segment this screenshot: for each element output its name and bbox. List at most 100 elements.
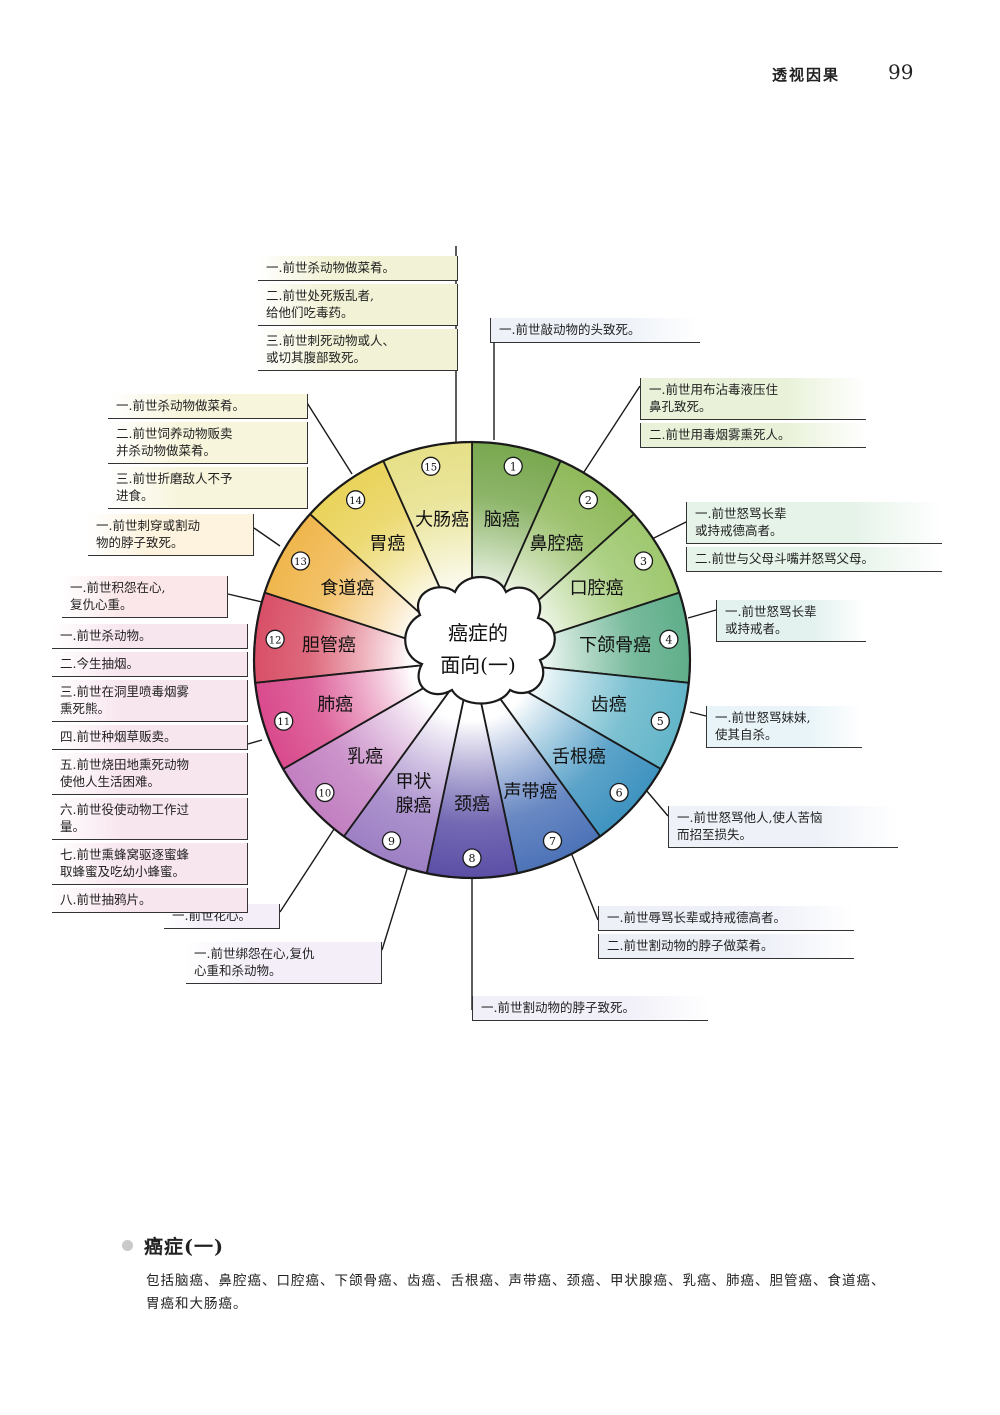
segment-number-10: 10 — [319, 789, 332, 800]
note-item: 三.前世折磨敌人不予 进食。 — [108, 467, 308, 509]
note-group-12: 一.前世积怨在心, 复仇心重。 — [62, 576, 228, 618]
segment-number-5: 5 — [657, 715, 664, 728]
note-item: 二.前世用毒烟雾熏死人。 — [640, 423, 866, 448]
note-item: 二.前世处死叛乱者, 给他们吃毒药。 — [258, 284, 458, 326]
segment-number-14: 14 — [349, 496, 362, 507]
leader-n13 — [253, 527, 281, 547]
leader-n10 — [279, 825, 337, 913]
segment-label-11: 肺癌 — [317, 695, 353, 716]
note-group-8: 一.前世割动物的脖子致死。 — [472, 996, 708, 1021]
note-item: 一.前世杀动物做菜肴。 — [258, 256, 458, 281]
note-item: 一.前世怒骂长辈 或持戒者。 — [716, 600, 866, 642]
segment-label-6: 舌根癌 — [552, 746, 606, 767]
summary-text: 包括脑癌、鼻腔癌、口腔癌、下颌骨癌、齿癌、舌根癌、声带癌、颈癌、甲状腺癌、乳癌、… — [146, 1273, 886, 1312]
segment-number-badge-13 — [290, 551, 311, 571]
note-group-3: 一.前世怒骂长辈 或持戒德高者。二.前世与父母斗嘴并怒骂父母。 — [686, 502, 942, 572]
note-group-11: 一.前世杀动物。二.今生抽烟。三.前世在洞里喷毒烟雾 熏死熊。四.前世种烟草贩卖… — [52, 624, 248, 913]
note-item: 一.前世积怨在心, 复仇心重。 — [62, 576, 228, 618]
center-title-line2: 面向(一) — [440, 653, 516, 677]
segment-label-15: 大肠癌 — [415, 509, 469, 530]
segment-label-12: 胆管癌 — [302, 635, 356, 656]
segment-number-badge-11 — [274, 711, 294, 731]
leader-lines — [227, 246, 717, 1010]
note-item: 一.前世割动物的脖子致死。 — [472, 996, 708, 1021]
segment-number-badge-4 — [659, 629, 679, 649]
note-group-4: 一.前世怒骂长辈 或持戒者。 — [716, 600, 866, 642]
note-item: 一.前世杀动物做菜肴。 — [108, 394, 308, 419]
leader-n9 — [381, 865, 409, 951]
running-title: 透视因果 — [772, 66, 841, 84]
segment-label-5: 齿癌 — [591, 695, 627, 716]
segment-label-10: 乳癌 — [347, 746, 383, 767]
note-item: 一.前世杀动物。 — [52, 624, 248, 649]
leader-n11 — [247, 739, 263, 745]
note-item: 一.前世怒骂他人,使人苦恼 而招至损失。 — [668, 806, 898, 848]
leader-n7 — [569, 849, 599, 921]
leader-n5 — [689, 711, 707, 717]
cloud-shape — [404, 576, 556, 705]
segment-number-3: 3 — [640, 555, 647, 568]
page-number: 99 — [888, 60, 914, 84]
segment-number-2: 2 — [585, 494, 592, 507]
segment-number-badge-10 — [315, 782, 335, 803]
leader-n6 — [645, 789, 669, 817]
note-item: 八.前世抽鸦片。 — [52, 888, 248, 913]
note-item: 二.今生抽烟。 — [52, 652, 248, 677]
note-group-14: 一.前世杀动物做菜肴。二.前世饲养动物贩卖 并杀动物做菜肴。三.前世折磨敌人不予… — [108, 394, 308, 509]
segment-label-7: 声带癌 — [504, 781, 558, 802]
note-group-2: 一.前世用布沾毒液压住 鼻孔致死。二.前世用毒烟雾熏死人。 — [640, 378, 866, 448]
note-group-6: 一.前世怒骂他人,使人苦恼 而招至损失。 — [668, 806, 898, 848]
segment-number-badge-6 — [609, 782, 629, 803]
segment-number-6: 6 — [616, 787, 623, 800]
segment-number-badge-3 — [633, 551, 654, 571]
segment-label-1: 脑癌 — [484, 509, 520, 530]
segment-label-9: 甲状 — [396, 771, 432, 792]
note-group-9: 一.前世绑怨在心,复仇 心重和杀动物。 — [186, 942, 382, 984]
leader-n3 — [649, 519, 691, 541]
segment-number-badge-8 — [462, 848, 482, 868]
note-item: 七.前世熏蜂窝驱逐蜜蜂 取蜂蜜及吃幼小蜂蜜。 — [52, 843, 248, 885]
note-item: 一.前世用布沾毒液压住 鼻孔致死。 — [640, 378, 866, 420]
segment-number-badge-14 — [345, 490, 366, 510]
segment-number-9: 9 — [388, 835, 395, 848]
page-header: 透视因果 99 — [772, 58, 932, 88]
leader-n2 — [583, 385, 641, 473]
center-cloud: 癌症的 面向(一) — [404, 576, 556, 705]
segment-label-2: 鼻腔癌 — [530, 534, 584, 555]
segment-number-12: 12 — [269, 635, 282, 646]
note-item: 一.前世怒骂长辈 或持戒德高者。 — [686, 502, 942, 544]
note-item: 一.前世刺穿或割动 物的脖子致死。 — [88, 514, 254, 556]
note-item: 三.前世刺死动物或人、 或切其腹部致死。 — [258, 329, 458, 371]
leader-n12 — [227, 593, 263, 603]
leader-n14 — [303, 397, 353, 475]
segment-number-7: 7 — [549, 835, 556, 848]
segment-number-11: 11 — [277, 717, 290, 728]
center-title-line1: 癌症的 — [448, 621, 508, 645]
segment-number-badge-5 — [650, 711, 670, 731]
segment-number-1: 1 — [510, 460, 517, 473]
segment-number-badge-2 — [578, 490, 599, 510]
note-item: 六.前世役使动物工作过 量。 — [52, 798, 248, 840]
note-group-1: 一.前世敲动物的头致死。 — [490, 318, 700, 343]
note-item: 五.前世烧田地熏死动物 使他人生活困难。 — [52, 753, 248, 795]
note-group-7: 一.前世辱骂长辈或持戒德高者。二.前世割动物的脖子做菜肴。 — [598, 906, 854, 959]
note-item: 三.前世在洞里喷毒烟雾 熏死熊。 — [52, 680, 248, 722]
note-item: 二.前世与父母斗嘴并怒骂父母。 — [686, 547, 942, 572]
note-item: 二.前世饲养动物贩卖 并杀动物做菜肴。 — [108, 422, 308, 464]
segment-number-badge-7 — [542, 831, 563, 851]
segment-number-badge-12 — [265, 629, 285, 649]
segment-number-8: 8 — [469, 852, 476, 865]
segment-label-3: 口腔癌 — [570, 578, 624, 599]
note-item: 一.前世辱骂长辈或持戒德高者。 — [598, 906, 854, 931]
segment-label-4: 下颌骨癌 — [579, 635, 651, 656]
wheel-rim — [252, 440, 692, 880]
segment-number-badge-1 — [503, 456, 523, 476]
note-group-5: 一.前世怒骂妹妹, 使其自杀。 — [706, 706, 862, 748]
segment-label-14: 胃癌 — [369, 534, 405, 555]
leader-n4 — [687, 609, 717, 619]
segment-number-badge-9 — [381, 831, 402, 851]
note-group-15: 一.前世杀动物做菜肴。二.前世处死叛乱者, 给他们吃毒药。三.前世刺死动物或人、… — [258, 256, 458, 371]
segment-number-4: 4 — [665, 633, 672, 646]
segment-label-9-line2: 腺癌 — [396, 795, 432, 816]
segment-number-badge-15 — [421, 456, 441, 476]
